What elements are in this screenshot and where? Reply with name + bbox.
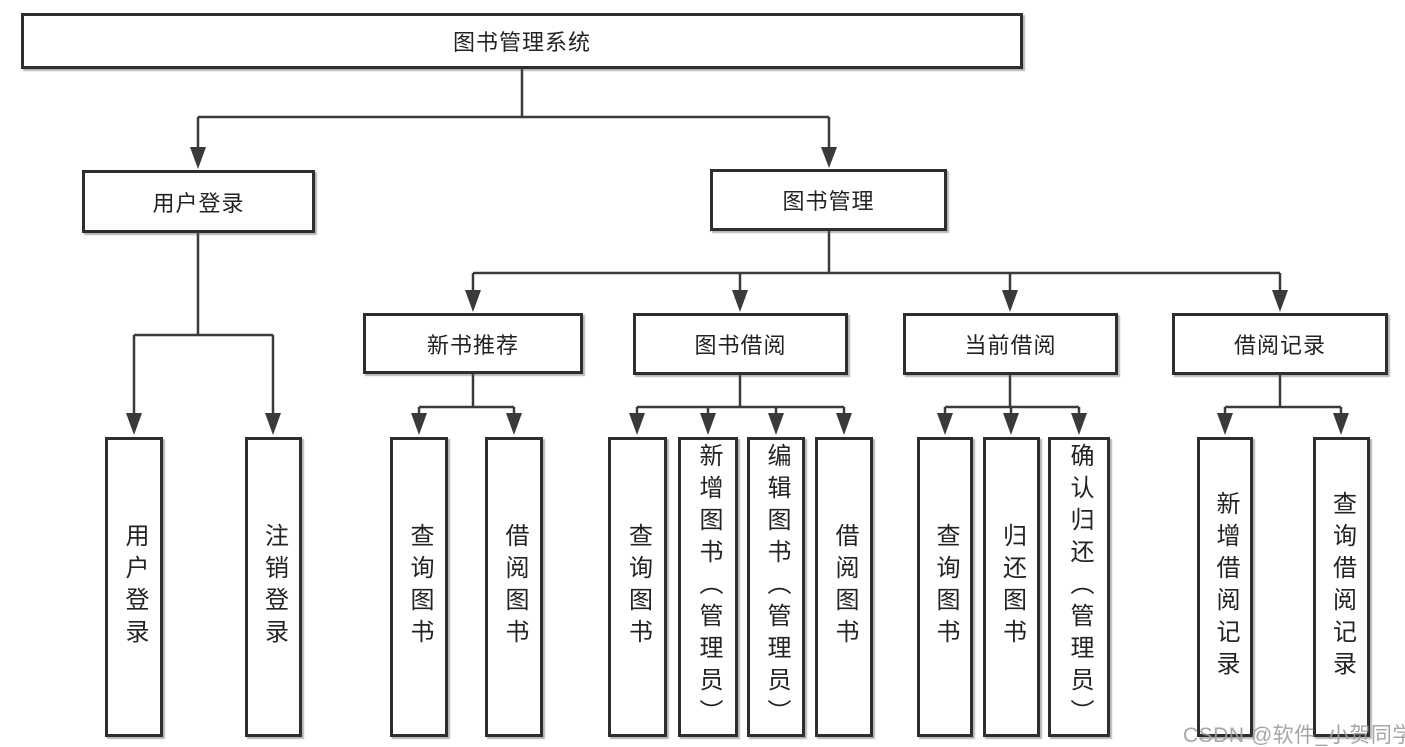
csdn-watermark: CSDN @软件_小贺同学: [1183, 724, 1405, 747]
arrowhead: [937, 413, 953, 435]
connector-current-borrow-to-leaves: [943, 375, 1081, 417]
node-book-borrow: 图书借阅: [633, 313, 848, 375]
arrowhead: [629, 413, 645, 435]
node-new-book-recommend: 新书推荐: [363, 313, 583, 374]
arrowhead: [190, 147, 206, 169]
arrowheads: [126, 147, 1349, 435]
leaf-query-books-borrow: 查询图书: [608, 437, 667, 737]
arrowhead: [126, 413, 142, 435]
leaf-user-login: 用户登录: [105, 437, 163, 737]
leaf-return-book: 归还图书: [983, 437, 1040, 737]
connector-user-login-to-leaves: [132, 233, 275, 417]
leaf-borrow-books: 借阅图书: [815, 437, 873, 737]
node-borrow-records: 借阅记录: [1172, 313, 1388, 375]
arrowhead: [1272, 290, 1288, 312]
node-current-borrow: 当前借阅: [903, 313, 1118, 375]
arrowhead: [411, 413, 427, 435]
arrowhead: [265, 413, 281, 435]
connector-root-to-level2: [196, 69, 831, 151]
node-book-management: 图书管理: [710, 169, 947, 231]
connector-borrow-records-to-leaves: [1223, 375, 1343, 417]
arrowhead: [1002, 290, 1018, 312]
node-user-login: 用户登录: [82, 170, 315, 233]
arrowhead: [700, 413, 716, 435]
leaf-borrow-books-recommend: 借阅图书: [485, 437, 543, 737]
leaf-logout: 注销登录: [245, 437, 302, 737]
leaf-add-book-admin: 新增图书（管理员）: [678, 437, 738, 737]
leaf-add-borrow-record: 新增借阅记录: [1197, 437, 1253, 737]
arrowhead: [1071, 413, 1087, 435]
arrowhead: [732, 290, 748, 312]
leaf-query-borrow-record: 查询借阅记录: [1313, 437, 1370, 737]
connector-book-mgmt-to-level3: [471, 231, 1282, 294]
arrowhead: [1003, 413, 1019, 435]
arrowhead: [768, 413, 784, 435]
arrowhead: [821, 147, 837, 168]
leaf-confirm-return-admin: 确认归还（管理员）: [1048, 437, 1110, 737]
connector-new-book-to-leaves: [417, 374, 516, 417]
arrowhead: [506, 413, 522, 435]
arrowhead: [1217, 413, 1233, 435]
connector-book-borrow-to-leaves: [635, 375, 846, 417]
node-root: 图书管理系统: [21, 13, 1023, 69]
leaf-query-books-current: 查询图书: [917, 437, 973, 737]
arrowhead: [465, 290, 481, 312]
leaf-edit-book-admin: 编辑图书（管理员）: [747, 437, 805, 737]
arrowhead: [1333, 413, 1349, 435]
leaf-query-books-recommend: 查询图书: [390, 437, 448, 737]
arrowhead: [836, 413, 852, 435]
